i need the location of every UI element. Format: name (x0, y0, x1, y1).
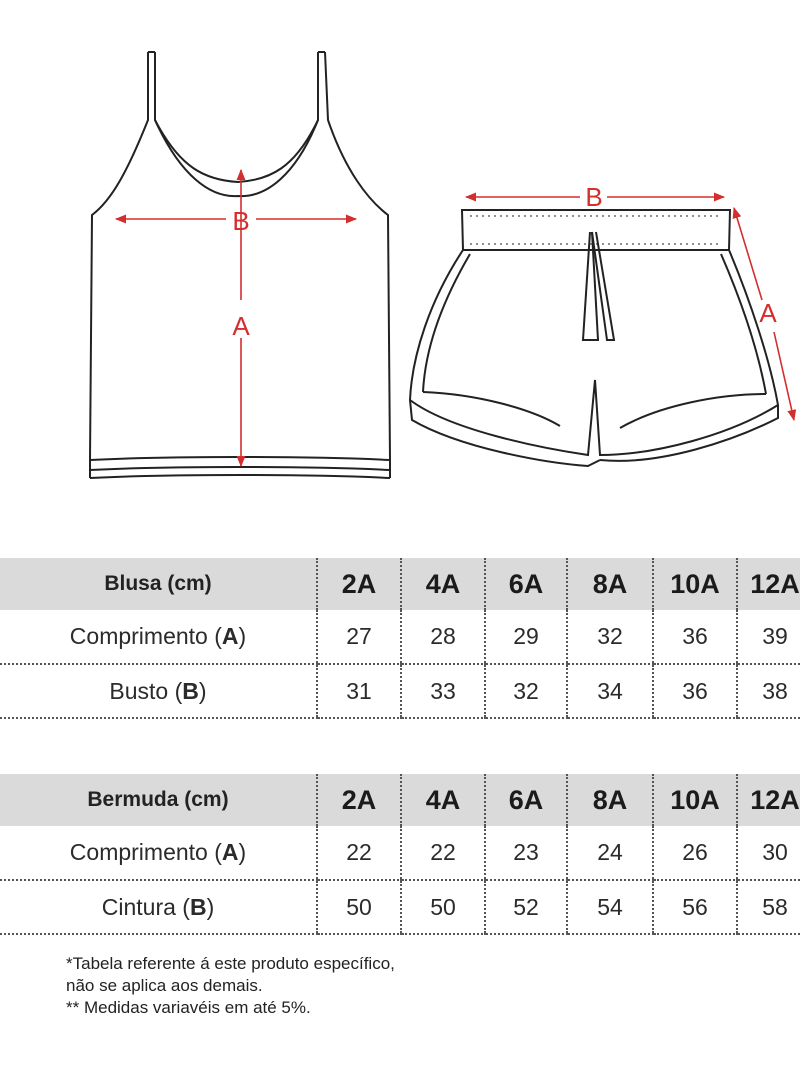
bermuda-title: Bermuda (cm) (87, 788, 229, 811)
bermuda-size-table: Bermuda (cm) 2A 4A 6A 8A 10A 12A Comprim… (0, 774, 800, 935)
measurement-cell: 39 (736, 610, 800, 665)
measurement-cell: 27 (316, 610, 401, 665)
measurement-cell: 58 (736, 880, 800, 935)
tank-top-drawing (88, 51, 392, 479)
footnote-line: ** Medidas variavéis em até 5%. (66, 998, 311, 1017)
shorts-label-b: B (585, 182, 602, 212)
measurement-cell: 29 (484, 610, 567, 665)
blusa-row-busto: Busto (B) 31 33 32 34 36 38 (0, 664, 800, 719)
measurement-cell: 33 (400, 664, 485, 719)
blusa-row-comprimento: Comprimento (A) 27 28 29 32 36 39 (0, 610, 800, 665)
size-header: 12A (736, 774, 800, 826)
size-header: 8A (566, 558, 653, 610)
measurement-cell: 36 (652, 610, 737, 665)
footnotes: *Tabela referente á este produto específ… (66, 953, 395, 1019)
measurement-cell: 34 (566, 664, 653, 719)
bermuda-row-cintura: Cintura (B) 50 50 52 54 56 58 (0, 880, 800, 935)
bermuda-row-comprimento: Comprimento (A) 22 22 23 24 26 30 (0, 826, 800, 881)
measurement-cell: 28 (400, 610, 485, 665)
blusa-title: Blusa (cm) (104, 572, 212, 595)
measurement-cell: 32 (484, 664, 567, 719)
garment-illustrations: B A B A (88, 51, 797, 479)
measurement-cell: 23 (484, 826, 567, 881)
measurement-cell: 30 (736, 826, 800, 881)
measurement-cell: 50 (400, 880, 485, 935)
size-header: 4A (400, 558, 485, 610)
size-header: 2A (316, 774, 401, 826)
measurement-cell: 22 (400, 826, 485, 881)
measurement-cell: 22 (316, 826, 401, 881)
measurement-cell: 31 (316, 664, 401, 719)
row-label: Cintura (B) (0, 880, 317, 935)
measurement-cell: 26 (652, 826, 737, 881)
measurement-cell: 52 (484, 880, 567, 935)
tank-top-label-b: B (232, 206, 249, 236)
size-header: 10A (652, 558, 737, 610)
row-label: Busto (B) (0, 664, 317, 719)
size-header: 6A (484, 774, 567, 826)
bermuda-header-row: Bermuda (cm) 2A 4A 6A 8A 10A 12A (0, 774, 800, 826)
footnote-line: *Tabela referente á este produto específ… (66, 954, 395, 973)
shorts-arrows (464, 192, 797, 422)
size-header: 4A (400, 774, 485, 826)
size-header: 12A (736, 558, 800, 610)
measurement-cell: 24 (566, 826, 653, 881)
row-label: Comprimento (A) (0, 610, 317, 665)
measurement-cell: 36 (652, 664, 737, 719)
footnote-line: não se aplica aos demais. (66, 976, 263, 995)
row-label: Comprimento (A) (0, 826, 317, 881)
measurement-cell: 54 (566, 880, 653, 935)
size-header: 8A (566, 774, 653, 826)
measurement-cell: 32 (566, 610, 653, 665)
shorts-label-a: A (759, 298, 777, 328)
measurement-cell: 56 (652, 880, 737, 935)
blusa-header-row: Blusa (cm) 2A 4A 6A 8A 10A 12A (0, 558, 800, 610)
tank-top-arrows (114, 168, 358, 468)
blusa-size-table: Blusa (cm) 2A 4A 6A 8A 10A 12A Comprimen… (0, 558, 800, 719)
shorts-drawing (408, 209, 780, 468)
size-header: 2A (316, 558, 401, 610)
size-header: 6A (484, 558, 567, 610)
tank-top-label-a: A (232, 311, 250, 341)
size-header: 10A (652, 774, 737, 826)
measurement-cell: 38 (736, 664, 800, 719)
measurement-cell: 50 (316, 880, 401, 935)
